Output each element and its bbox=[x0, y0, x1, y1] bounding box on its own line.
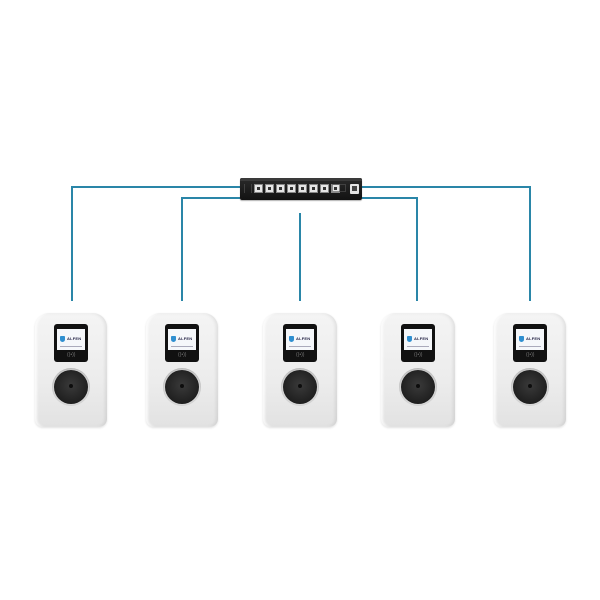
wire-3-vertical bbox=[299, 213, 301, 301]
ev-charger-1: ALFEN ((•)) bbox=[35, 313, 107, 427]
brand-label: ALFEN bbox=[178, 336, 193, 341]
screen-line bbox=[407, 346, 429, 347]
power-port-icon bbox=[350, 184, 359, 194]
charging-socket bbox=[511, 368, 549, 406]
wire-1-horizontal bbox=[71, 186, 240, 188]
charger-display: ALFEN ((•)) bbox=[165, 324, 199, 362]
screen-line bbox=[289, 346, 311, 347]
charger-screen: ALFEN bbox=[286, 329, 314, 350]
wire-5-horizontal bbox=[362, 186, 531, 188]
wire-2-vertical bbox=[181, 197, 183, 301]
charger-screen: ALFEN bbox=[57, 329, 85, 350]
socket-pin bbox=[298, 384, 302, 388]
socket-icon bbox=[165, 370, 199, 404]
ev-charger-3: ALFEN ((•)) bbox=[263, 313, 337, 427]
ethernet-port-icon bbox=[254, 184, 263, 193]
switch-label-left bbox=[244, 184, 252, 193]
ethernet-port-icon bbox=[298, 184, 307, 193]
wire-1-vertical bbox=[71, 186, 73, 301]
ev-charger-4: ALFEN ((•)) bbox=[381, 313, 455, 427]
shield-logo-icon bbox=[171, 336, 176, 342]
switch-ports bbox=[254, 184, 340, 193]
brand-label: ALFEN bbox=[296, 336, 311, 341]
wire-2-horizontal bbox=[181, 197, 240, 199]
ethernet-port-icon bbox=[265, 184, 274, 193]
ev-charger-2: ALFEN ((•)) bbox=[146, 313, 218, 427]
charger-display: ALFEN ((•)) bbox=[283, 324, 317, 362]
charging-socket bbox=[281, 368, 319, 406]
charger-display: ALFEN ((•)) bbox=[54, 324, 88, 362]
charging-socket bbox=[52, 368, 90, 406]
wire-5-vertical bbox=[529, 186, 531, 301]
screen-line bbox=[60, 346, 82, 347]
socket-pin bbox=[528, 384, 532, 388]
ethernet-port-icon bbox=[320, 184, 329, 193]
rfid-icon: ((•)) bbox=[296, 352, 305, 358]
screen-line bbox=[171, 346, 193, 347]
socket-icon bbox=[513, 370, 547, 404]
shield-logo-icon bbox=[407, 336, 412, 342]
socket-pin bbox=[69, 384, 73, 388]
charger-screen: ALFEN bbox=[168, 329, 196, 350]
rfid-icon: ((•)) bbox=[178, 352, 187, 358]
socket-pin bbox=[180, 384, 184, 388]
charger-display: ALFEN ((•)) bbox=[513, 324, 547, 362]
brand-label: ALFEN bbox=[526, 336, 541, 341]
socket-icon bbox=[401, 370, 435, 404]
socket-icon bbox=[283, 370, 317, 404]
brand-label: ALFEN bbox=[414, 336, 429, 341]
shield-logo-icon bbox=[60, 336, 65, 342]
charging-socket bbox=[163, 368, 201, 406]
ethernet-port-icon bbox=[287, 184, 296, 193]
charging-socket bbox=[399, 368, 437, 406]
shield-logo-icon bbox=[289, 336, 294, 342]
wire-4-vertical bbox=[416, 197, 418, 301]
charger-screen: ALFEN bbox=[404, 329, 432, 350]
network-switch bbox=[240, 178, 362, 200]
socket-icon bbox=[54, 370, 88, 404]
ev-charger-5: ALFEN ((•)) bbox=[494, 313, 566, 427]
rfid-icon: ((•)) bbox=[526, 352, 535, 358]
ethernet-port-icon bbox=[309, 184, 318, 193]
shield-logo-icon bbox=[519, 336, 524, 342]
rfid-icon: ((•)) bbox=[414, 352, 423, 358]
screen-line bbox=[519, 346, 541, 347]
charger-screen: ALFEN bbox=[516, 329, 544, 350]
charger-display: ALFEN ((•)) bbox=[401, 324, 435, 362]
socket-pin bbox=[416, 384, 420, 388]
ethernet-port-icon bbox=[276, 184, 285, 193]
brand-label: ALFEN bbox=[67, 336, 82, 341]
switch-label-right bbox=[332, 184, 346, 192]
rfid-icon: ((•)) bbox=[67, 352, 76, 358]
wire-4-horizontal bbox=[362, 197, 418, 199]
